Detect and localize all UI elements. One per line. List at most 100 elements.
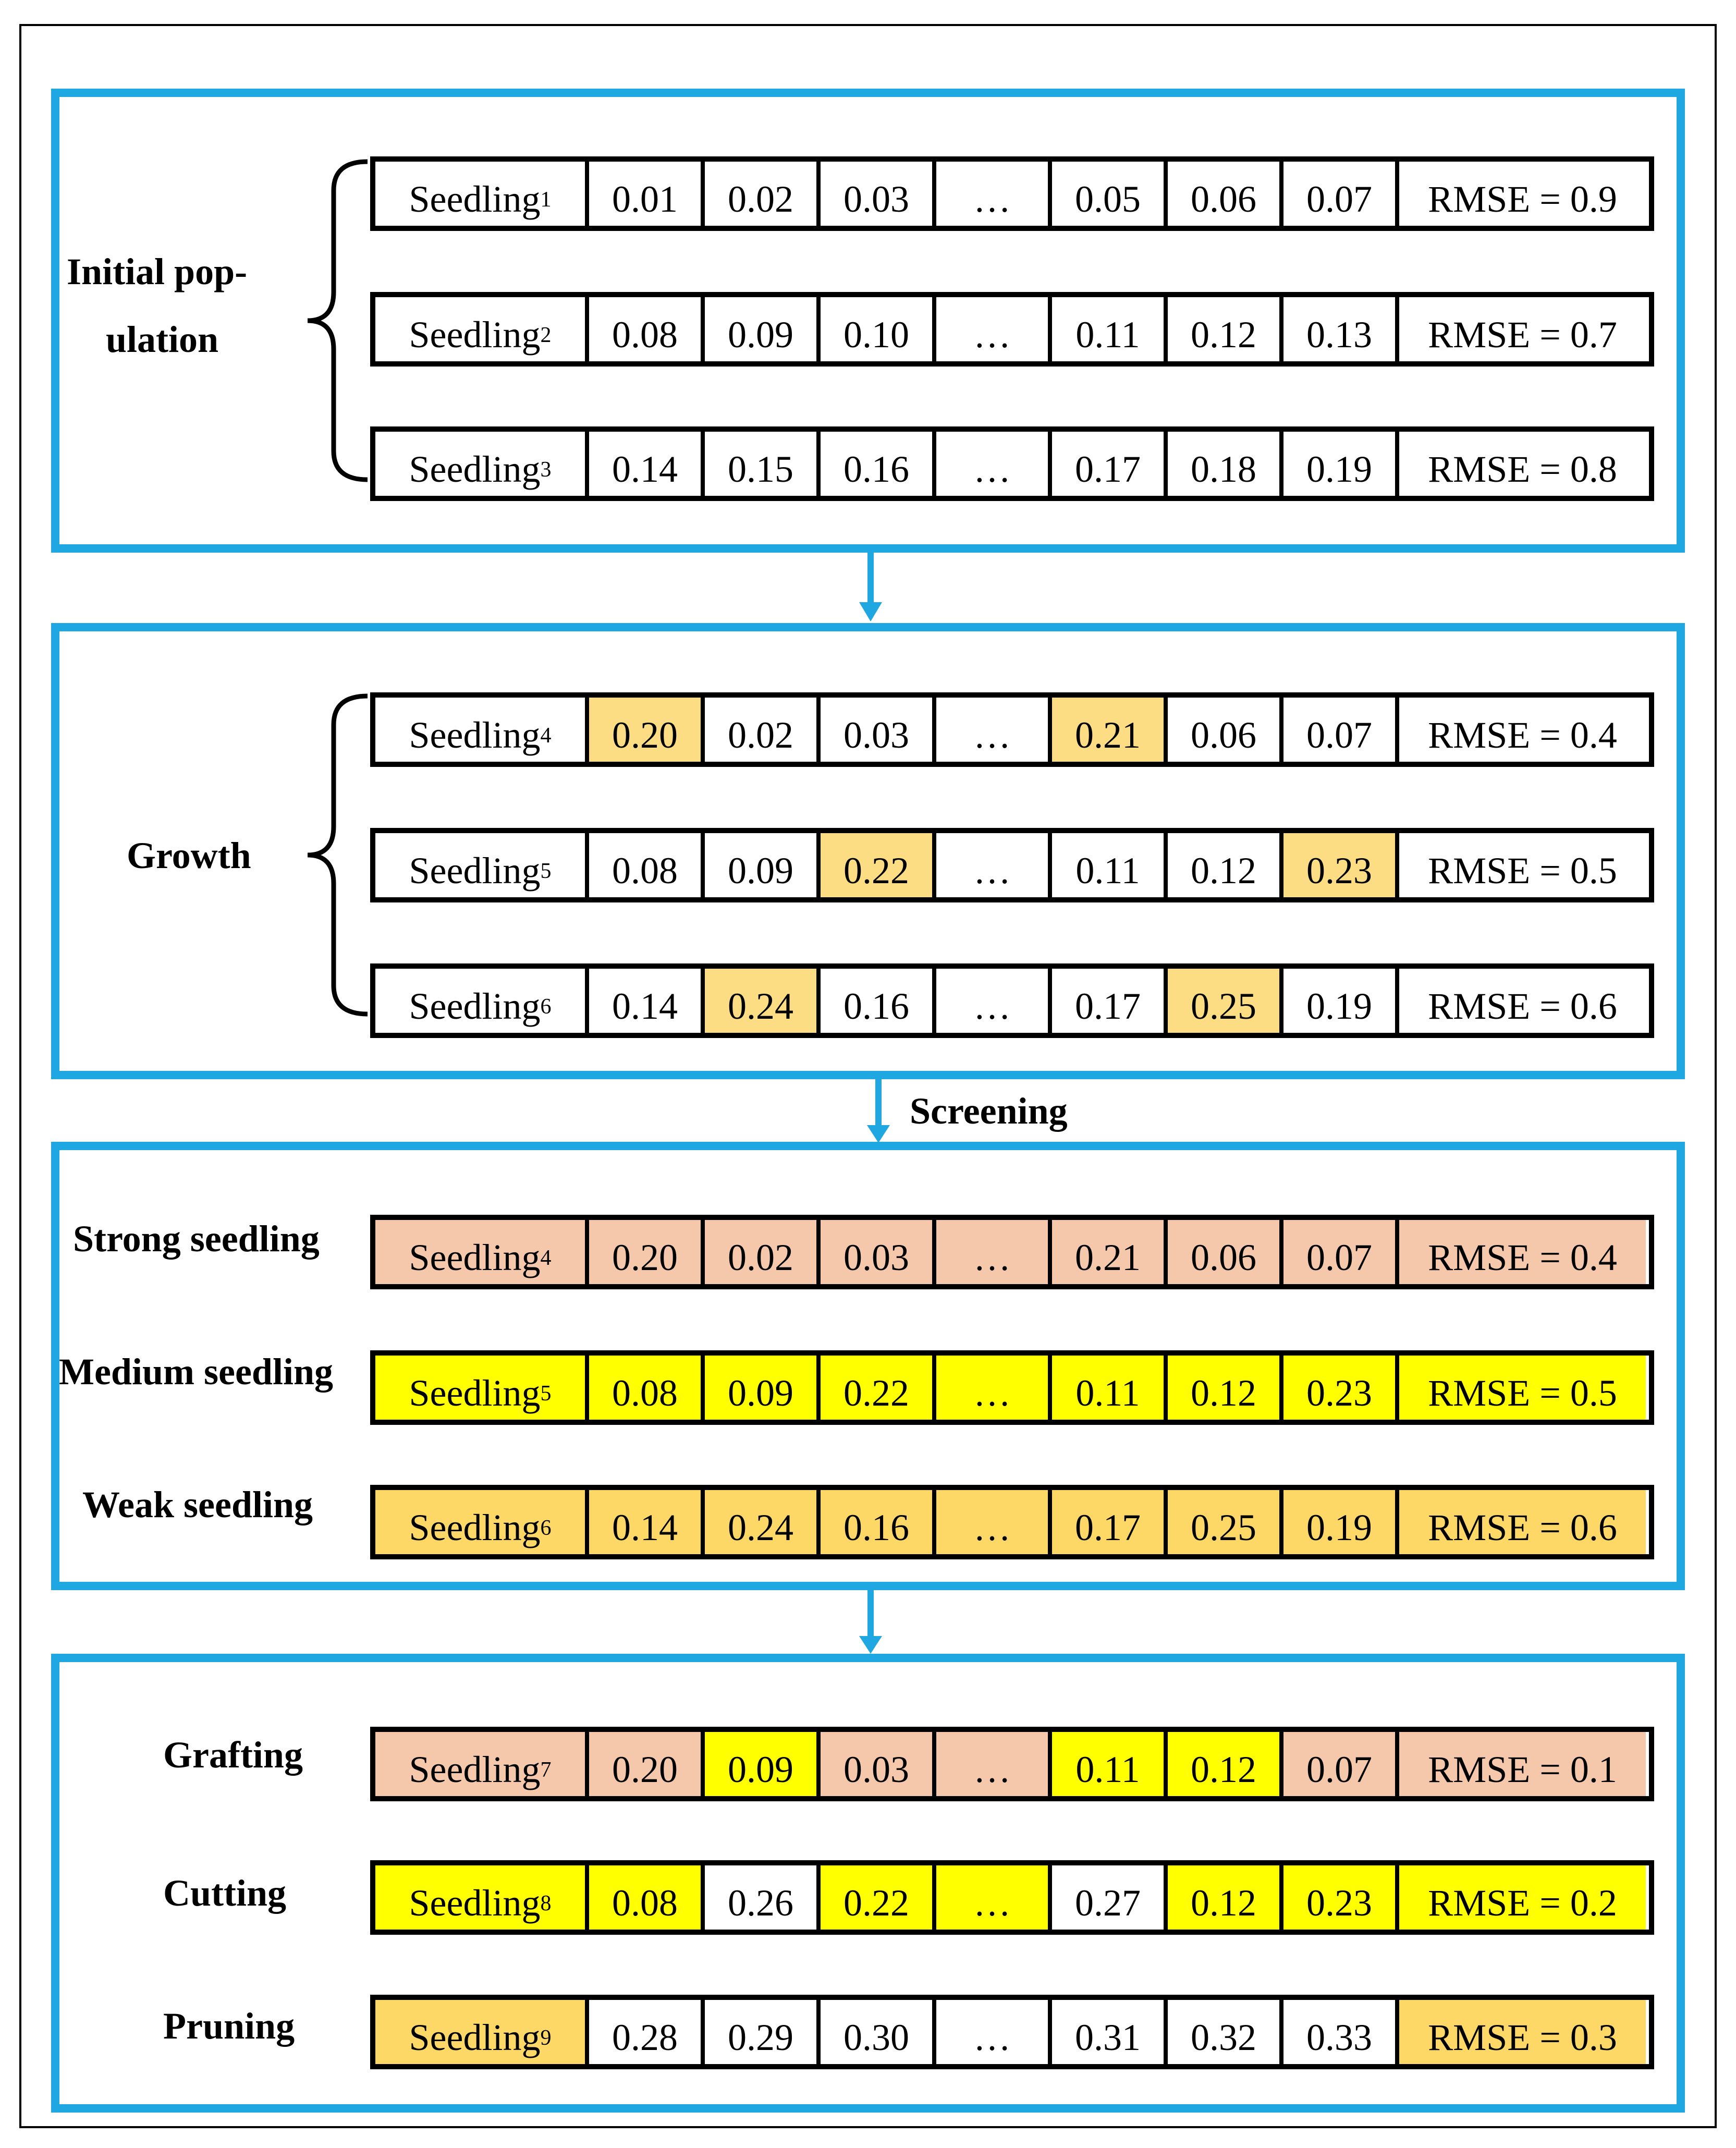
figure-frame bbox=[19, 24, 1717, 2128]
rmse-cell: RMSE = 0.4 bbox=[1399, 1220, 1646, 1284]
value-cell: 0.09 bbox=[705, 1356, 821, 1420]
value-cell: 0.33 bbox=[1283, 2000, 1399, 2064]
value-cell: 0.14 bbox=[589, 1490, 705, 1554]
panel-operations bbox=[51, 1654, 1685, 2113]
value-cell: 0.09 bbox=[705, 1732, 821, 1796]
value-cell: 0.10 bbox=[821, 297, 936, 361]
ellipsis-cell: … bbox=[936, 1490, 1052, 1554]
value-cell: 0.12 bbox=[1168, 1865, 1283, 1930]
value-cell: 0.07 bbox=[1283, 1220, 1399, 1284]
value-cell: 0.20 bbox=[589, 1220, 705, 1284]
seedling-index: 9 bbox=[540, 2025, 552, 2050]
value-cell: 0.08 bbox=[589, 1865, 705, 1930]
value-cell: 0.28 bbox=[589, 2000, 705, 2064]
value-cell: 0.01 bbox=[589, 162, 705, 226]
value-cell: 0.09 bbox=[705, 297, 821, 361]
value-cell: 0.06 bbox=[1168, 1220, 1283, 1284]
value-cell: 0.12 bbox=[1168, 1732, 1283, 1796]
brace-initial-population bbox=[307, 159, 368, 482]
value-cell: 0.03 bbox=[821, 698, 936, 762]
arrow-down-1 bbox=[859, 553, 882, 621]
seedling-index: 6 bbox=[540, 1516, 552, 1540]
value-cell: 0.03 bbox=[821, 1732, 936, 1796]
seedling-name: Seedling bbox=[409, 1237, 541, 1278]
value-cell: 0.19 bbox=[1283, 1490, 1399, 1554]
seedling-index: 5 bbox=[540, 859, 552, 883]
seedling-name: Seedling bbox=[409, 1882, 541, 1924]
value-cell: 0.24 bbox=[705, 1490, 821, 1554]
arrow-label-screening: Screening bbox=[910, 1090, 1068, 1132]
value-cell: 0.23 bbox=[1283, 833, 1399, 897]
seedling-name: Seedling bbox=[409, 985, 541, 1027]
ellipsis-cell: … bbox=[936, 1220, 1052, 1284]
value-cell: 0.02 bbox=[705, 698, 821, 762]
value-cell: 0.24 bbox=[705, 969, 821, 1033]
rmse-cell: RMSE = 0.7 bbox=[1399, 297, 1646, 361]
value-cell: 0.12 bbox=[1168, 833, 1283, 897]
value-cell: 0.22 bbox=[821, 1865, 936, 1930]
ellipsis-cell: … bbox=[936, 698, 1052, 762]
rmse-cell: RMSE = 0.6 bbox=[1399, 969, 1646, 1033]
label-grafting: Grafting bbox=[163, 1734, 303, 1776]
value-cell: 0.15 bbox=[705, 432, 821, 496]
label-growth: Growth bbox=[127, 835, 251, 876]
ellipsis-cell: … bbox=[936, 432, 1052, 496]
rmse-cell: RMSE = 0.4 bbox=[1399, 698, 1646, 762]
arrow-down-2 bbox=[867, 1079, 890, 1143]
value-cell: 0.21 bbox=[1052, 698, 1168, 762]
value-cell: 0.21 bbox=[1052, 1220, 1168, 1284]
seedling-index: 8 bbox=[540, 1891, 552, 1915]
seedling-index: 4 bbox=[540, 723, 552, 748]
seedling-name: Seedling bbox=[409, 850, 541, 892]
rmse-cell: RMSE = 0.9 bbox=[1399, 162, 1646, 226]
value-cell: 0.17 bbox=[1052, 1490, 1168, 1554]
rmse-cell: RMSE = 0.1 bbox=[1399, 1732, 1646, 1796]
seedling-index: 3 bbox=[540, 457, 552, 482]
rmse-cell: RMSE = 0.6 bbox=[1399, 1490, 1646, 1554]
value-cell: 0.07 bbox=[1283, 1732, 1399, 1796]
value-cell: 0.03 bbox=[821, 1220, 936, 1284]
rmse-cell: RMSE = 0.5 bbox=[1399, 833, 1646, 897]
value-cell: 0.08 bbox=[589, 297, 705, 361]
value-cell: 0.11 bbox=[1052, 1732, 1168, 1796]
value-cell: 0.20 bbox=[589, 698, 705, 762]
value-cell: 0.16 bbox=[821, 969, 936, 1033]
value-cell: 0.22 bbox=[821, 1356, 936, 1420]
label-weak-seedling: Weak seedling bbox=[82, 1484, 313, 1525]
seedling-name: Seedling bbox=[409, 714, 541, 756]
label-cutting: Cutting bbox=[163, 1872, 287, 1914]
arrow-down-3 bbox=[859, 1590, 882, 1654]
seedling-name: Seedling bbox=[409, 2017, 541, 2058]
value-cell: 0.03 bbox=[821, 162, 936, 226]
seedling-index: 7 bbox=[540, 1758, 552, 1782]
ellipsis-cell: … bbox=[936, 969, 1052, 1033]
label-pruning: Pruning bbox=[163, 2005, 295, 2047]
value-cell: 0.02 bbox=[705, 162, 821, 226]
brace-growth bbox=[307, 693, 368, 1017]
value-cell: 0.23 bbox=[1283, 1865, 1399, 1930]
seedling-name: Seedling bbox=[409, 1749, 541, 1790]
value-cell: 0.22 bbox=[821, 833, 936, 897]
value-cell: 0.30 bbox=[821, 2000, 936, 2064]
seedling-name: Seedling bbox=[409, 1507, 541, 1548]
label-initial-population-line2: ulation bbox=[106, 319, 219, 360]
ellipsis-cell: … bbox=[936, 162, 1052, 226]
value-cell: 0.26 bbox=[705, 1865, 821, 1930]
seedling-index: 4 bbox=[540, 1246, 552, 1270]
ellipsis-cell: … bbox=[936, 833, 1052, 897]
